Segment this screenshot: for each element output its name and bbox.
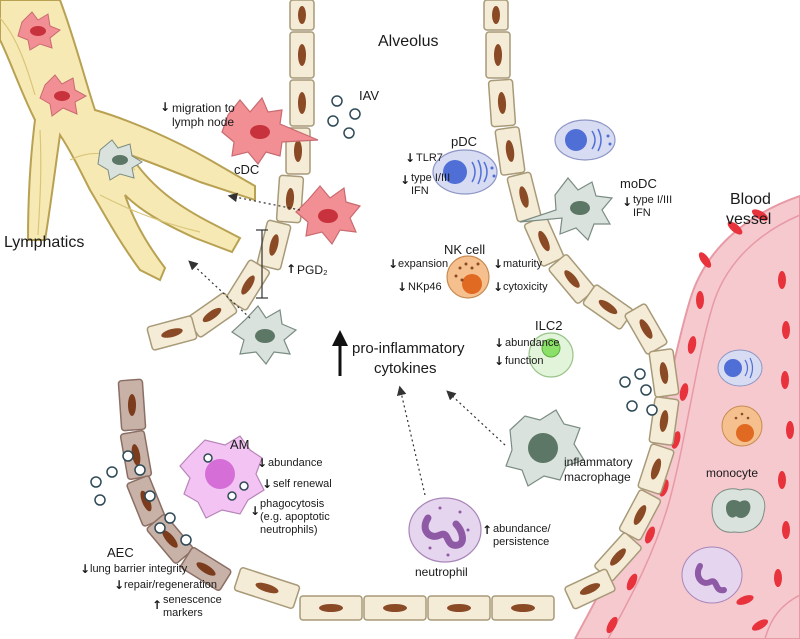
alveolar-macrophage [179,435,265,519]
aec-label: AEC [107,545,134,560]
ilc2-function-arrow: ↓ [494,354,505,368]
pdc-ifn-line1: type I/III [411,172,451,184]
modc-ifn-line2: IFN [633,207,651,219]
alveolus-label: Alveolus [378,33,439,50]
cdc-cell [221,96,362,246]
am-phago-line2: (e.g. apoptotic [260,511,330,523]
monocyte-label: monocyte [706,466,759,480]
blood-vessel-label-line2: vessel [726,211,772,228]
cytokine-up-arrow [332,330,348,376]
migrating-macrophage [231,305,298,366]
nk-label: NK cell [444,242,486,257]
pdc-tlr-arrow: ↓ [405,151,416,165]
aec-senescence-line2: markers [163,607,203,619]
ilc2-function-label: function [505,355,544,367]
am-label: AM [230,437,250,452]
virus-particles [90,95,658,546]
nk-cytoxicity-label: cytoxicity [503,281,548,293]
nk-nkp46-arrow: ↓ [397,280,408,294]
cdc-effect-line2: lymph node [172,115,235,129]
modc-ifn-line1: type I/III [633,194,673,206]
migration-arrows [188,192,506,496]
aec-senescence-line1: senescence [163,594,222,606]
nk-expansion-label: expansion [398,258,449,270]
neutrophil-label: neutrophil [415,565,468,579]
pgd2-arrow: ↑ [286,262,297,276]
neutrophil-effect-arrow: ↑ [482,523,493,537]
nk-expansion-arrow: ↓ [388,257,399,271]
blood-cells [681,349,766,604]
pgd2-label: PGD₂ [297,263,328,277]
cdc-effect-line1: migration to [172,101,235,115]
am-phago-arrow: ↓ [250,504,261,518]
am-phago-line3: neutrophils) [260,524,318,536]
neutrophil-effect-line2: persistence [493,536,550,548]
am-self-renewal-label: self renewal [273,478,332,490]
aec-repair-arrow: ↓ [114,578,125,592]
ilc2-abundance-label: abundance [505,337,560,349]
aec-barrier-label: lung barrier integrity [90,563,188,575]
pgd2-inhibition [256,229,268,299]
lymphatic-vessel [0,0,256,282]
nk-nkp46-label: NKp46 [408,281,442,293]
nk-cell [446,255,490,299]
nk-cytoxicity-arrow: ↓ [493,280,504,294]
am-self-renewal-arrow: ↓ [262,477,273,491]
blood-vessel-label-line1: Blood [730,191,771,208]
pdc-ifn-line2: IFN [411,185,429,197]
aec-senescence-arrow: ↑ [152,598,163,612]
lymphatic-dc-cells [17,11,143,181]
inflam-mac-line2: macrophage [564,470,631,484]
modc-label: moDC [620,176,657,191]
lymphatics-label: Lymphatics [4,234,85,251]
cytokines-line1: pro-inflammatory [352,340,465,357]
iav-label: IAV [359,88,379,103]
ilc2-label: ILC2 [535,318,563,333]
neutrophil-effect-line1: abundance/ [493,523,551,535]
epithelial-nuclei [128,6,669,612]
cdc-label: cDC [234,162,260,177]
nk-maturity-arrow: ↓ [493,257,504,271]
cytokines-line2: cytokines [374,360,437,377]
aec-repair-label: repair/regeneration [124,579,217,591]
nk-maturity-label: maturity [503,258,543,270]
am-abundance-label: abundance [268,457,323,469]
inflammatory-macrophage [505,409,585,487]
inflam-mac-line1: inflammatory [564,455,633,469]
pdc-cell-right [554,119,616,161]
ilc2-abundance-arrow: ↓ [494,336,505,350]
pdc-label: pDC [451,134,478,149]
neutrophil-cell [408,497,482,563]
aec-barrier-arrow: ↓ [80,562,91,576]
modc-cell [519,177,614,242]
pdc-ifn-arrow: ↓ [400,173,411,187]
pdc-tlr-label: TLR7 [416,152,443,164]
am-abundance-arrow: ↓ [257,456,268,470]
am-phago-line1: phagocytosis [260,498,325,510]
ilc2-cell [528,332,574,378]
cdc-effect-arrow: ↓ [160,100,171,114]
pdc-cell [432,149,498,195]
modc-ifn-arrow: ↓ [622,195,633,209]
